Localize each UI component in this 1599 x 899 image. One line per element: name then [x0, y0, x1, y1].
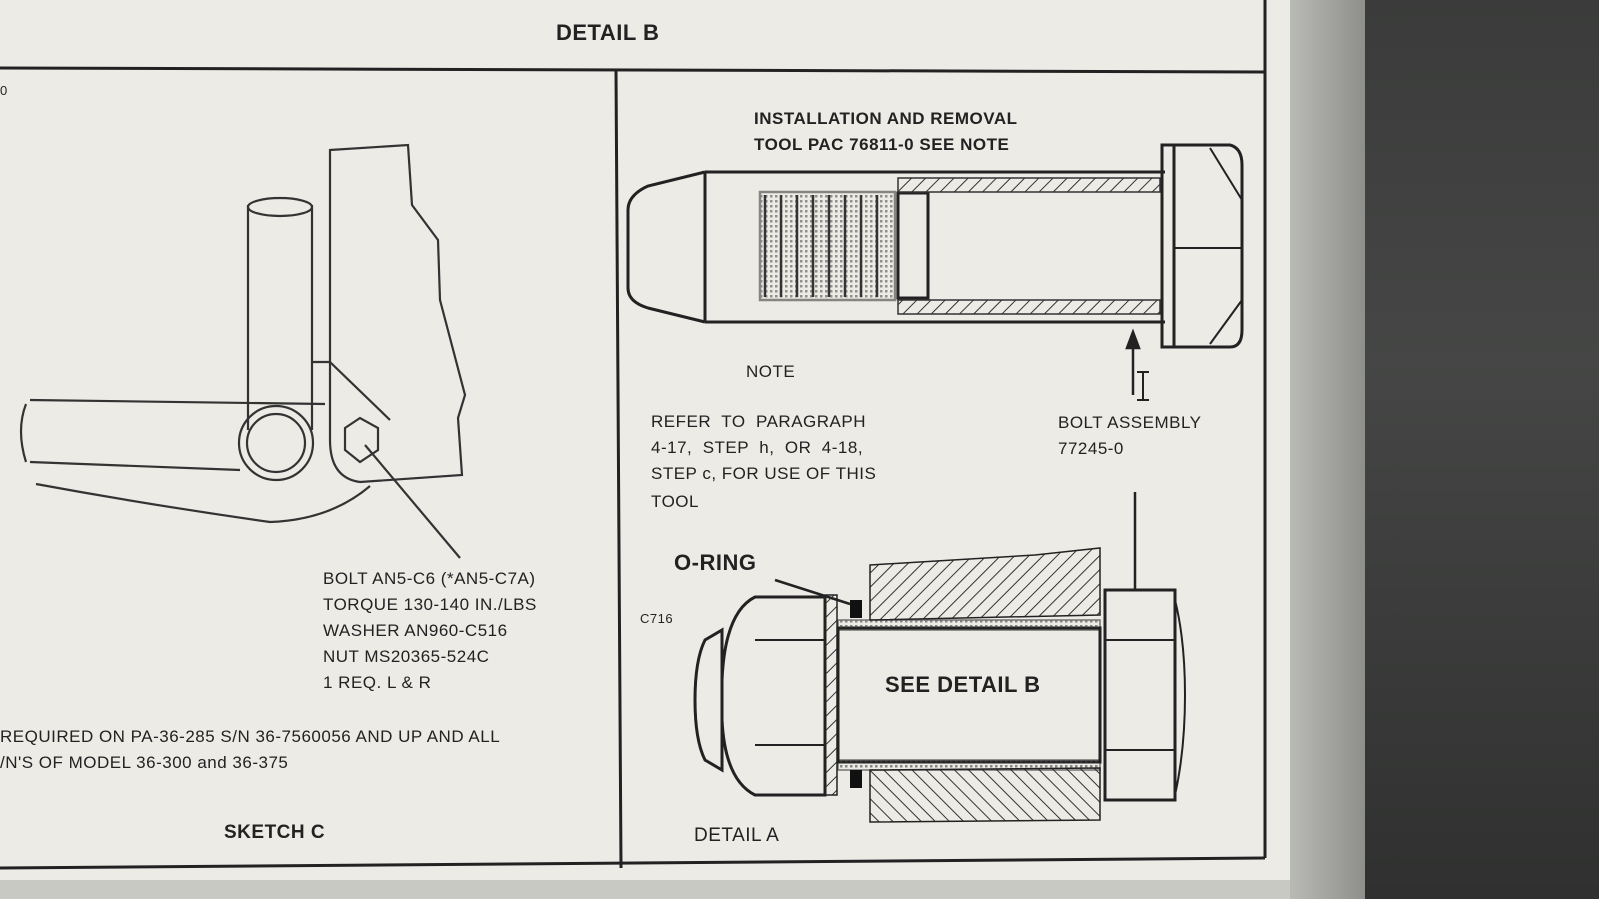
monitor-edge — [1290, 0, 1365, 899]
header-title: DETAIL B — [556, 20, 660, 45]
bolt-assembly-part-number: 77245-0 — [1058, 439, 1124, 458]
tool-label-line: INSTALLATION AND REMOVAL — [754, 109, 1018, 128]
tool-label-line: TOOL PAC 76811-0 SEE NOTE — [754, 135, 1010, 154]
installation-tool — [626, 143, 1244, 349]
technical-drawing — [0, 0, 1267, 870]
note-heading: NOTE — [746, 362, 796, 381]
sketch-c-caption: SKETCH C — [224, 822, 326, 843]
pointer-lines — [774, 492, 1137, 606]
corner-mark: 0 — [0, 83, 8, 98]
detail-a-caption: DETAIL A — [694, 825, 780, 846]
figure-code: C716 — [640, 611, 674, 626]
installed-bolt — [693, 588, 1187, 802]
note-line: 4-17, STEP h, OR 4-18, — [651, 438, 864, 457]
torque-callout-line: TORQUE 130-140 IN./LBS — [323, 595, 537, 614]
footnote-line: /N'S OF MODEL 36-300 and 36-375 — [0, 753, 289, 772]
tool-sleeve-hatch — [897, 177, 1161, 315]
footnote-line: REQUIRED ON PA-36-285 S/N 36-7560056 AND… — [0, 727, 501, 746]
frame-lines — [0, 0, 1267, 870]
hinge-bracket — [19, 143, 467, 559]
joint-hatch — [824, 547, 1101, 823]
o-ring-marks — [850, 600, 862, 788]
note-line: STEP c, FOR USE OF THIS — [651, 464, 877, 483]
o-ring-label: O-RING — [674, 550, 757, 575]
bottom-strip — [0, 880, 1290, 899]
bolt-callout-line: BOLT AN5-C6 (*AN5-C7A) — [323, 569, 536, 588]
bolt-assembly-arrow — [1125, 328, 1149, 401]
bolt-assembly-line: BOLT ASSEMBLY — [1058, 413, 1202, 432]
monitor-bezel — [1365, 0, 1599, 899]
see-detail-b-label: SEE DETAIL B — [885, 672, 1041, 697]
note-line: REFER TO PARAGRAPH — [651, 412, 866, 431]
note-line: TOOL — [651, 492, 699, 511]
washer-callout-line: WASHER AN960-C516 — [323, 621, 508, 640]
nut-callout-line: NUT MS20365-524C — [323, 647, 490, 666]
tool-threads — [758, 190, 897, 302]
quantity-callout-line: 1 REQ. L & R — [323, 673, 432, 692]
